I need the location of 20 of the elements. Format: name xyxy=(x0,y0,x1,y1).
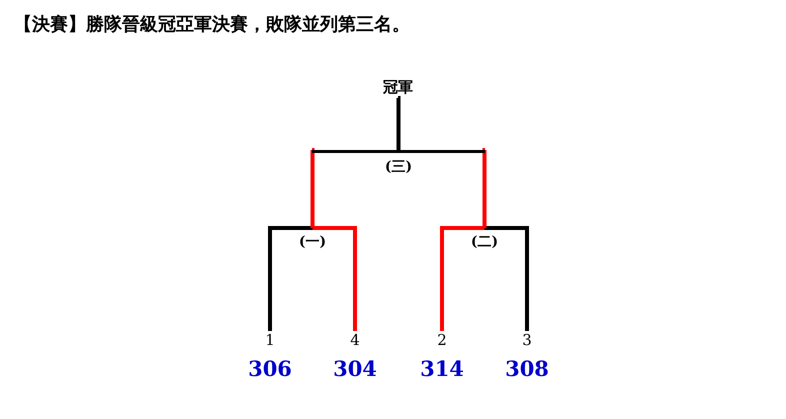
bracket-line xyxy=(482,148,487,228)
score-label: 306 xyxy=(248,356,292,381)
team-number: 1 xyxy=(265,331,275,349)
bracket-line xyxy=(396,96,400,150)
champion-label: 冠軍 xyxy=(383,78,413,97)
score-label: 308 xyxy=(505,356,549,381)
bracket-line xyxy=(310,226,357,331)
bracket-line xyxy=(482,226,529,331)
team-number: 2 xyxy=(437,331,447,349)
match-label: (一) xyxy=(298,233,326,251)
team-number: 4 xyxy=(350,331,360,349)
title-text: 【決賽】勝隊晉級冠亞軍決賽，敗隊並列第三名。 xyxy=(14,13,410,36)
bracket-line xyxy=(440,226,486,331)
bracket-line xyxy=(268,226,314,331)
score-label: 314 xyxy=(420,356,464,381)
score-label: 304 xyxy=(333,356,377,381)
team-number: 3 xyxy=(522,331,532,349)
final-match-label: (三) xyxy=(384,158,412,176)
bracket-line xyxy=(310,148,314,228)
match-label: (二) xyxy=(470,233,498,251)
